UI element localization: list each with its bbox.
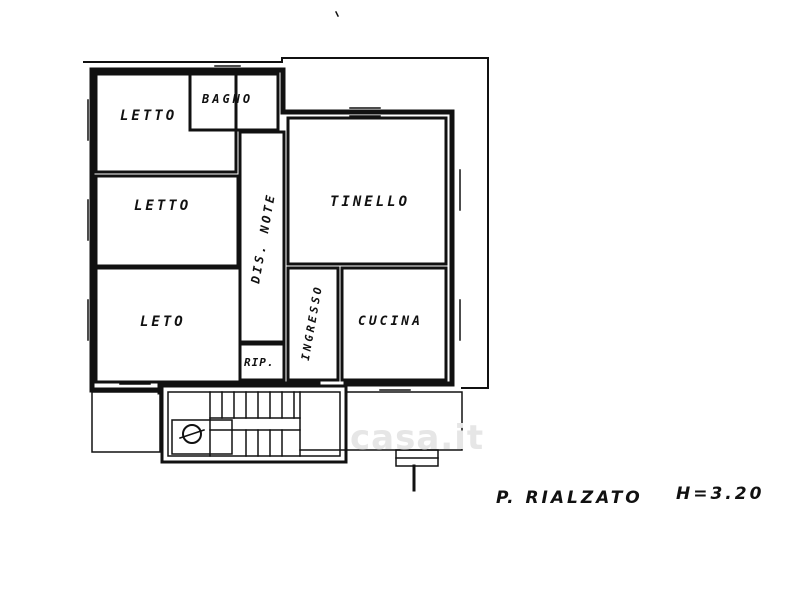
room-ingresso-walls	[286, 266, 340, 382]
room-label-tinello: TINELLO	[330, 194, 411, 210]
room-dis-notte-walls	[238, 130, 286, 344]
room-label-letto-3: LETO	[140, 314, 186, 330]
room-rip-walls	[238, 342, 286, 382]
watermark: casa.it	[350, 418, 485, 458]
balcony-left	[91, 391, 161, 453]
room-cucina-walls	[340, 266, 448, 382]
room-label-rip: RIP.	[244, 356, 275, 369]
room-label-letto-2: LETTO	[134, 198, 192, 214]
floor-label: P. RIALZATO	[496, 488, 643, 508]
ceiling-height-label: H=3.20	[676, 484, 765, 504]
spiral-stair-circle	[182, 424, 202, 444]
site-boundary	[83, 57, 489, 389]
room-bagno-walls	[188, 72, 280, 132]
room-label-cucina: CUCINA	[358, 314, 423, 329]
room-label-letto-1: LETTO	[120, 108, 178, 124]
stair-treads	[209, 391, 301, 457]
room-label-bagno: BAGNO	[202, 92, 254, 106]
room-tinello-walls	[286, 116, 448, 266]
room-letto-2-walls	[94, 174, 240, 268]
